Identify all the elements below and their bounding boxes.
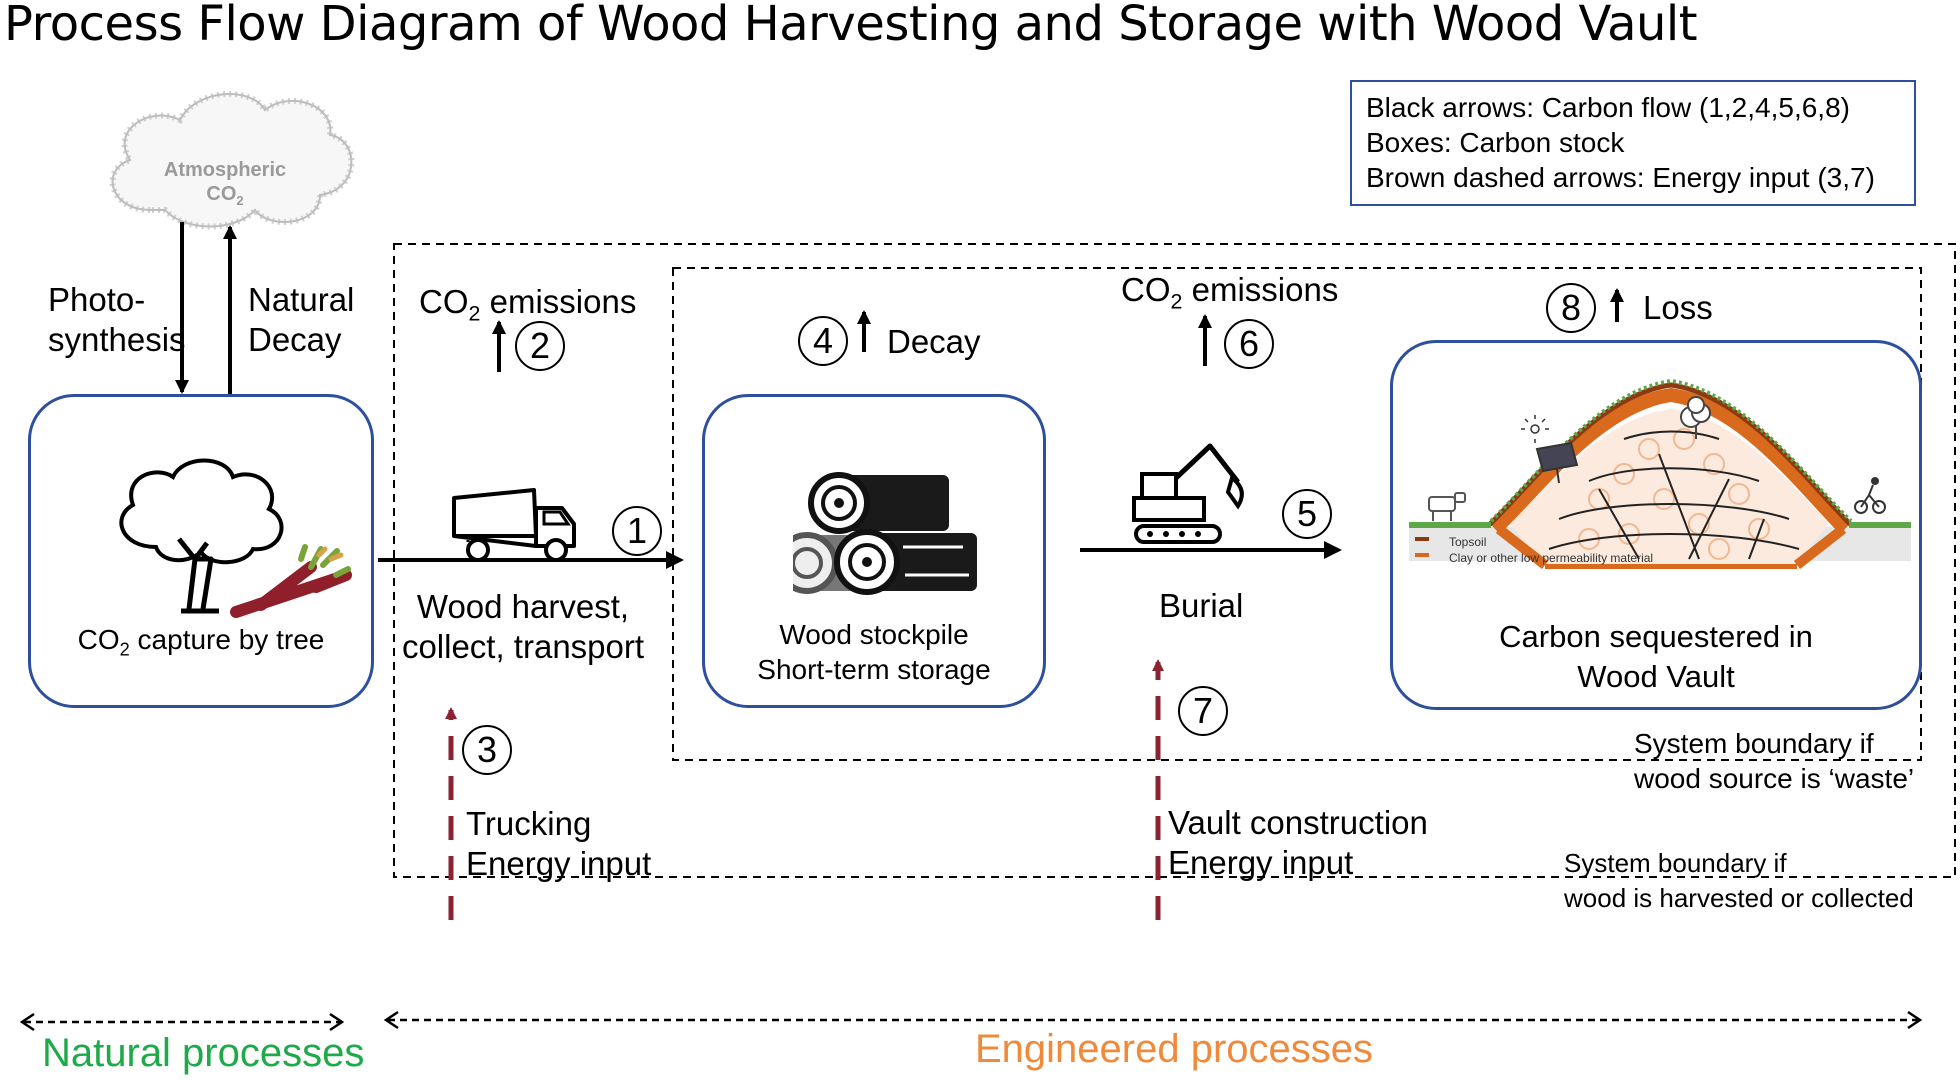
atmospheric-co2-label: Atmospheric CO2 bbox=[140, 158, 310, 213]
natural-processes-label: Natural processes bbox=[42, 1031, 365, 1075]
vault-key-clay: Clay or other low permeability material bbox=[1449, 551, 1654, 565]
engineered-processes-label: Engineered processes bbox=[975, 1027, 1374, 1071]
loss-label: Loss bbox=[1643, 289, 1713, 326]
legend-box: Black arrows: Carbon flow (1,2,4,5,6,8) … bbox=[1350, 80, 1916, 206]
co2-emissions-label-6: CO2 emissions bbox=[1121, 271, 1339, 314]
step-6-marker: 6 bbox=[1224, 319, 1274, 369]
wood-vault-box: Topsoil Clay or other low permeability m… bbox=[1390, 340, 1922, 710]
photosynthesis-label: Photo-synthesis bbox=[48, 281, 186, 358]
legend-carbon-stock: Boxes: Carbon stock bbox=[1366, 127, 1625, 158]
atmospheric-label: Atmospheric bbox=[163, 159, 287, 181]
co2-label: CO2 bbox=[206, 183, 244, 208]
truck-icon bbox=[452, 488, 576, 562]
tree-box-label: CO2 capture by tree bbox=[77, 624, 325, 660]
decay-label: Decay bbox=[887, 323, 981, 360]
burial-label: Burial bbox=[1159, 587, 1244, 624]
legend-carbon-flow: Black arrows: Carbon flow (1,2,4,5,6,8) bbox=[1366, 92, 1850, 123]
tree-icon bbox=[119, 458, 352, 618]
step-8-marker: 8 bbox=[1546, 283, 1596, 333]
step-7-marker: 7 bbox=[1178, 686, 1228, 736]
step-5-marker: 5 bbox=[1282, 489, 1332, 539]
wood-harvest-label: Wood harvest,collect, transport bbox=[401, 588, 645, 665]
step-1-marker: 1 bbox=[612, 506, 662, 556]
step-4-marker: 4 bbox=[798, 316, 848, 366]
step-2-marker: 2 bbox=[515, 321, 565, 371]
step-3-marker: 3 bbox=[462, 725, 512, 775]
wood-vault-illustration bbox=[1409, 378, 1911, 569]
cloud-icon bbox=[109, 91, 355, 230]
tree-capture-box: CO2 capture by tree bbox=[28, 394, 374, 708]
page-title: Process Flow Diagram of Wood Harvesting … bbox=[4, 0, 1698, 52]
legend-energy-input: Brown dashed arrows: Energy input (3,7) bbox=[1366, 162, 1875, 193]
co2-emissions-label-2: CO2 emissions bbox=[419, 283, 637, 326]
excavator-icon bbox=[1132, 443, 1244, 544]
boundary-waste bbox=[672, 267, 1922, 761]
logs-icon bbox=[793, 472, 977, 595]
boundary-harvested bbox=[393, 243, 1956, 878]
vault-key-topsoil: Topsoil bbox=[1449, 535, 1487, 549]
